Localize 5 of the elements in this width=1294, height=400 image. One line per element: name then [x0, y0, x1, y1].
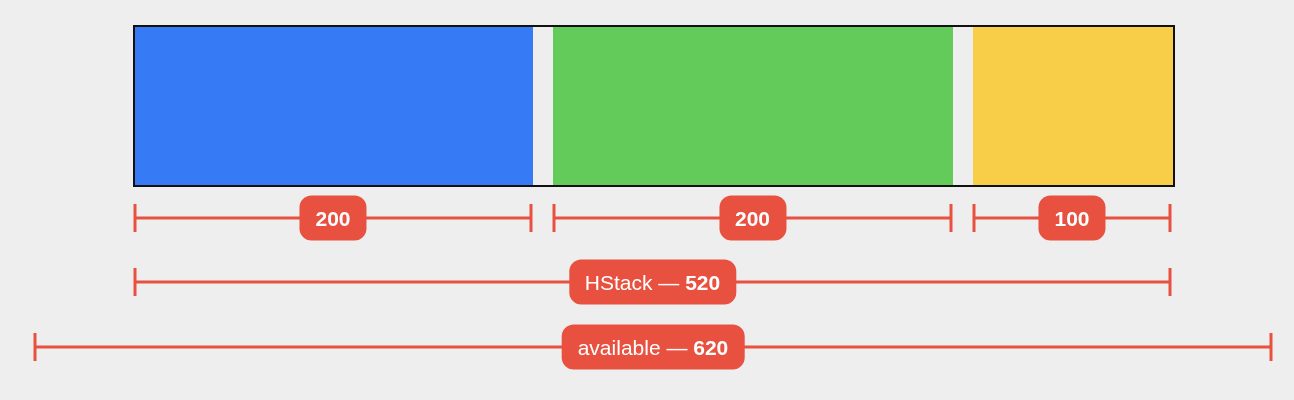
dimension-label: available — 620: [561, 324, 745, 370]
dimension-label: 100: [1038, 195, 1106, 241]
dimension-label: HStack — 520: [568, 259, 737, 305]
dimension-label: 200: [299, 195, 367, 241]
dimension-label: 200: [719, 195, 786, 241]
